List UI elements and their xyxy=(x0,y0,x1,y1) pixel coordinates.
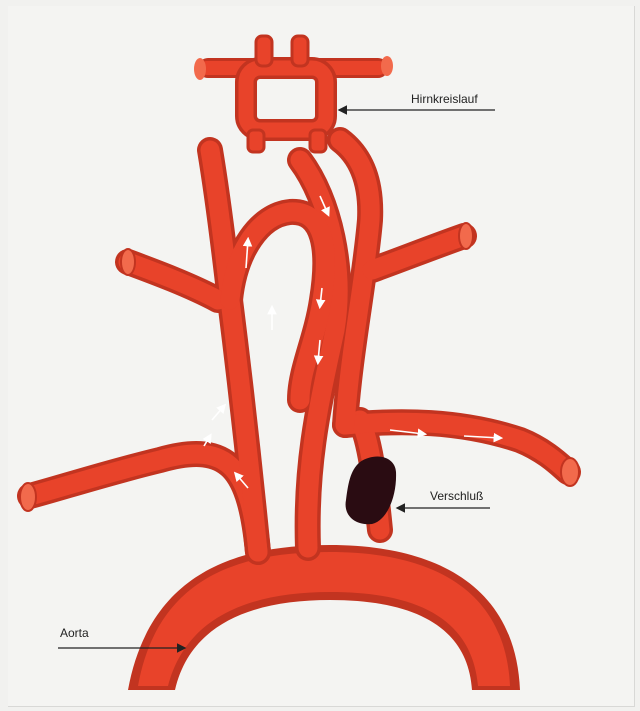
label-aorta: Aorta xyxy=(60,626,89,640)
label-hirnkreislauf: Hirnkreislauf xyxy=(411,92,478,106)
vessel-outline xyxy=(30,140,568,552)
label-verschluss: Verschluß xyxy=(430,489,483,503)
aortic-arch xyxy=(128,545,520,690)
circle-of-willis xyxy=(194,36,393,152)
